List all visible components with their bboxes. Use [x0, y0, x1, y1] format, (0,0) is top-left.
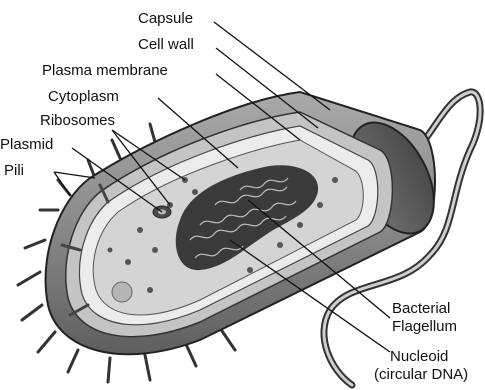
label-nucleoid-line2: (circular DNA)	[374, 366, 468, 383]
label-cytoplasm: Cytoplasm	[48, 88, 119, 105]
label-ribosomes: Ribosomes	[40, 112, 115, 129]
label-nucleoid-line1: Nucleoid	[390, 348, 448, 365]
label-pili: Pili	[4, 162, 24, 179]
label-cell-wall: Cell wall	[138, 36, 194, 53]
label-plasmid: Plasmid	[0, 136, 53, 153]
granule	[112, 282, 132, 302]
label-capsule: Capsule	[138, 10, 193, 27]
label-plasma-membrane: Plasma membrane	[42, 62, 168, 79]
label-flagellum-line1: Bacterial	[392, 300, 450, 317]
label-flagellum-line2: Flagellum	[392, 318, 457, 335]
